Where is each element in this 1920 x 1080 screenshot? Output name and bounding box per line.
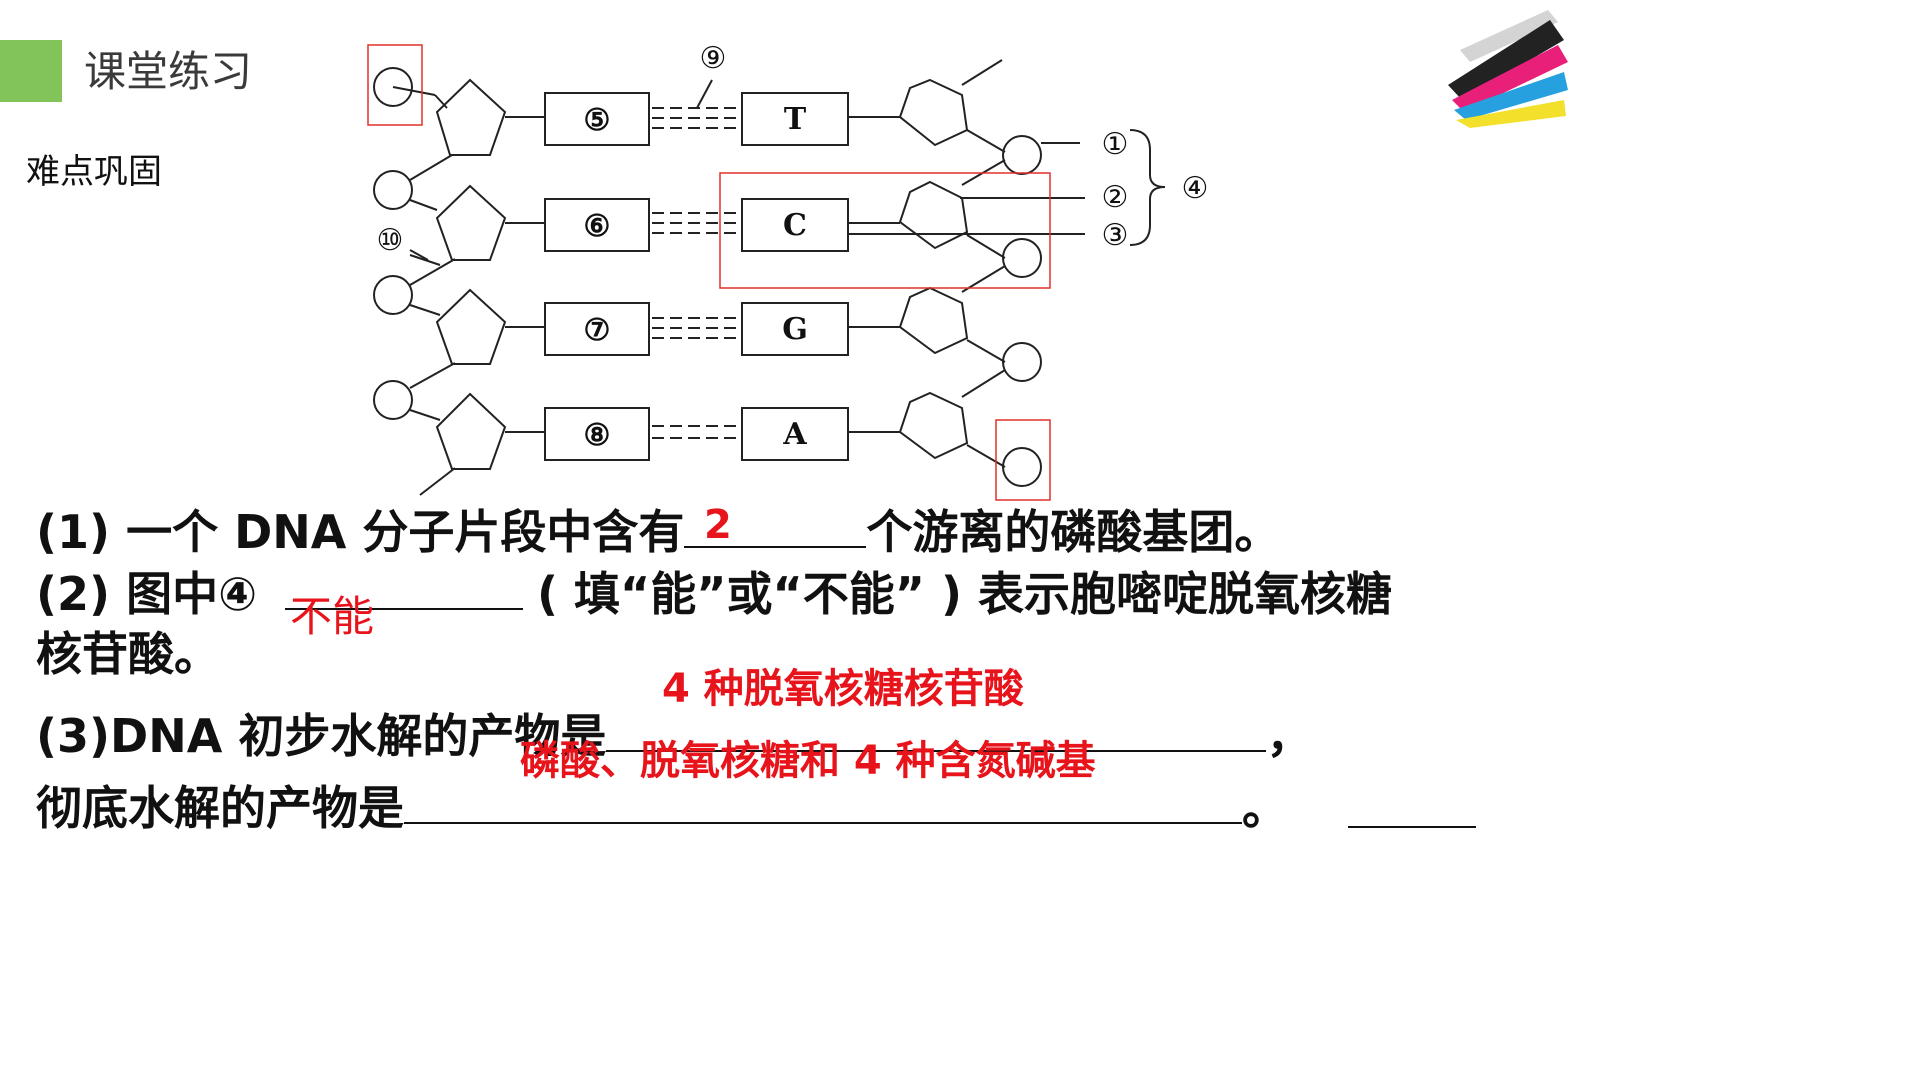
title-accent-block [0,40,62,102]
question-3: (3)DNA 初步水解的产物是 ， [36,706,1312,764]
dna-structure-diagram: ⑤ ⑥ ⑦ ⑧ T C G A ① ② ③ ④ ⑨ ⑩ [367,41,1209,501]
question-1-text: (1) 一个 DNA 分子片段中含有 [36,505,685,559]
label-10: ⑩ [377,223,404,258]
answer-blank-2 [285,564,524,610]
base-left-4: ⑧ [584,418,611,453]
question-2-text: (2) 图中④ [36,567,258,621]
label-9: ⑨ [700,41,727,76]
base-left-2: ⑥ [584,209,611,244]
label-3: ③ [1102,218,1129,253]
base-right-1: T [784,102,807,137]
extra-underline [1348,826,1476,828]
answer-blank-4 [404,778,1242,824]
answer-blank-3 [606,706,1267,752]
label-2: ② [1102,180,1129,215]
base-left-1: ⑤ [584,103,611,138]
question-3-text: (3)DNA 初步水解的产物是 [36,709,607,763]
question-3-suffix: ， [1266,709,1313,763]
base-right-2: C [783,208,807,243]
question-4: 彻底水解的产物是 。 [36,778,1288,836]
base-right-3: G [782,312,808,347]
answer-4: 磷酸、脱氧核糖和 4 种含氮碱基 [520,738,1096,784]
colorful-brush-stroke-logo-icon [1448,10,1568,128]
answer-1: 2 [704,502,732,548]
base-left-3: ⑦ [584,313,611,348]
question-4-suffix: 。 [1242,781,1288,835]
answer-2: 不能 [290,592,375,641]
question-1-suffix: 个游离的磷酸基团。 [866,505,1281,559]
base-right-4: A [782,417,807,452]
slide-subtitle: 难点巩固 [26,152,162,192]
question-4-text: 彻底水解的产物是 [36,781,404,835]
question-2-line2: 核苷酸。 [36,627,220,681]
question-1: (1) 一个 DNA 分子片段中含有 个游离的磷酸基团。 [36,502,1280,560]
question-2: (2) 图中④ ( 填“能”或“不能” ) 表示胞嘧啶脱氧核糖 [36,564,1392,622]
label-4: ④ [1182,171,1209,206]
slide-title: 课堂练习 [84,47,253,96]
answer-3: 4 种脱氧核糖核苷酸 [662,666,1024,712]
label-1: ① [1102,127,1129,162]
question-2-suffix: ( 填“能”或“不能” ) 表示胞嘧啶脱氧核糖 [537,567,1393,621]
answer-blank-1 [684,502,867,548]
